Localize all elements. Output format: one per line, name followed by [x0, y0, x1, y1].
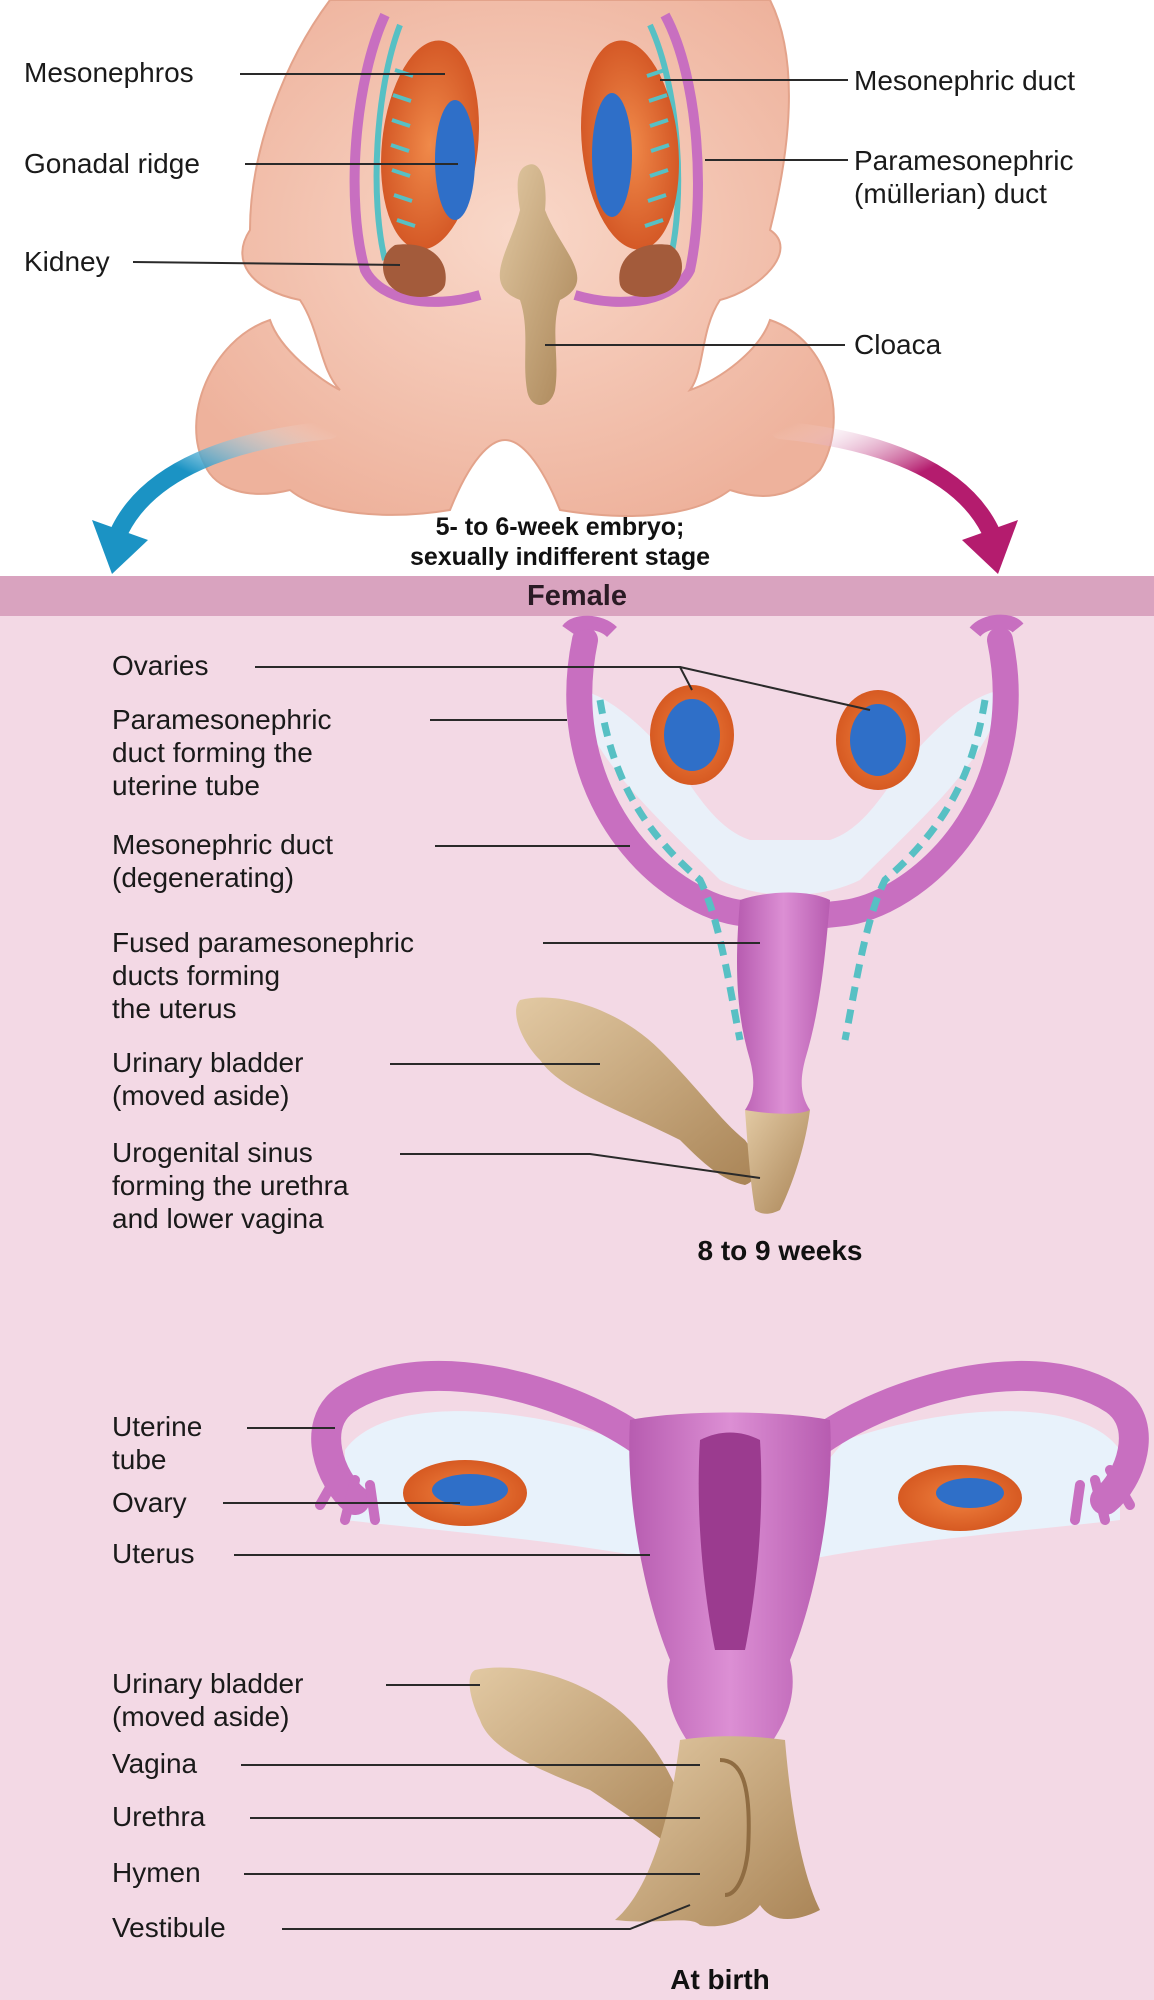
birth-caption: At birth — [670, 1964, 770, 1995]
label-fused-ducts: Fused paramesonephric ducts forming the … — [112, 927, 414, 1024]
broad-ligament-weeks — [575, 690, 1005, 895]
cloaca — [499, 164, 578, 405]
female-banner — [0, 576, 1154, 616]
urinary-bladder-weeks — [516, 997, 757, 1185]
label-urethra: Urethra — [112, 1801, 206, 1832]
label-kidney: Kidney — [24, 246, 110, 277]
label-ovaries: Ovaries — [112, 650, 209, 681]
weeks-caption: 8 to 9 weeks — [697, 1235, 863, 1266]
birth-illustration — [311, 1361, 1149, 1927]
label-urinary-bladder-weeks: Urinary bladder (moved aside) — [112, 1047, 304, 1111]
label-hymen: Hymen — [112, 1857, 201, 1888]
weeks-illustration — [516, 614, 1024, 1214]
label-uterine-tube: Uterine tube — [112, 1411, 203, 1475]
label-cloaca: Cloaca — [854, 329, 942, 360]
label-mesonephros: Mesonephros — [24, 57, 194, 88]
vagina-birth — [615, 1736, 820, 1927]
embryo-caption: 5- to 6-week embryo; sexually indifferen… — [409, 513, 711, 571]
urogenital-sinus-weeks — [745, 1110, 810, 1214]
urinary-bladder-birth — [469, 1667, 697, 1854]
embryo-illustration — [195, 0, 835, 517]
uterine-tube-right — [805, 1361, 1149, 1515]
leader-lines — [132, 73, 871, 1930]
blue-arrow-icon — [92, 421, 339, 574]
label-paramesonephric-duct: Paramesonephric (müllerian) duct — [854, 145, 1074, 209]
label-urinary-bladder-birth: Urinary bladder (moved aside) — [112, 1668, 304, 1732]
gonadal-ridge-right — [592, 93, 632, 217]
uterine-tube-left — [311, 1361, 655, 1515]
label-vagina: Vagina — [112, 1748, 198, 1779]
female-banner-title: Female — [527, 580, 627, 612]
fused-ducts-uterus — [737, 892, 830, 1122]
kidney-right — [619, 244, 683, 297]
label-vestibule: Vestibule — [112, 1912, 226, 1943]
label-uterus: Uterus — [112, 1538, 195, 1569]
label-urogenital-sinus: Urogenital sinus forming the urethra and… — [112, 1137, 349, 1234]
label-mesonephric-duct: Mesonephric duct — [854, 65, 1076, 96]
label-ovary: Ovary — [112, 1487, 187, 1518]
gonadal-ridge-left — [435, 100, 475, 220]
label-gonadal-ridge: Gonadal ridge — [24, 148, 200, 179]
magenta-arrow-icon — [771, 421, 1018, 574]
kidney-left — [382, 244, 446, 297]
label-paramesonephric-tube: Paramesonephric duct forming the uterine… — [112, 704, 332, 801]
label-mesonephric-degenerating: Mesonephric duct (degenerating) — [112, 829, 334, 893]
